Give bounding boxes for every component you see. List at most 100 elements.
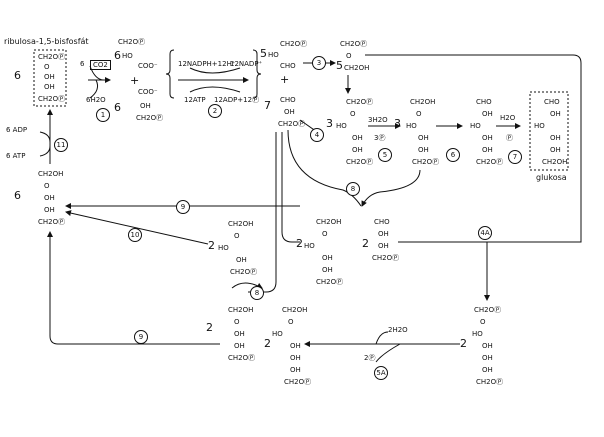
f6p-ho: HO <box>406 122 417 130</box>
xu-c1: CH2OH <box>228 220 254 228</box>
coef-pga-bot: 6 <box>114 101 121 114</box>
g6p-cho: CHO <box>476 98 492 106</box>
s7-oh3: OH <box>482 366 493 374</box>
rubp-title: ribulosa-1,5-bisfosfát <box>4 37 89 46</box>
fbp-ho: HO <box>336 122 347 130</box>
step-4: 4 <box>310 128 324 142</box>
fbp-o: O <box>350 110 356 118</box>
g6p-ho: HO <box>470 122 481 130</box>
dhap-c1: CH2OⓅ <box>340 40 368 48</box>
coef-k3: 3 <box>326 117 333 130</box>
step-5a: 5A <box>374 366 388 380</box>
r5p-oh2: OH <box>234 342 245 350</box>
fbp-oh1: OH <box>352 134 363 142</box>
fbp-c6: CH2OⓅ <box>346 158 374 166</box>
coef-ald5: 5 <box>336 59 343 72</box>
s7p-c1: CH2OH <box>282 306 308 314</box>
glc-oh2: OH <box>550 134 561 142</box>
glc-cho: CHO <box>544 98 560 106</box>
pga-top-ho: HO <box>122 52 133 60</box>
pga-bot-c3: CH2OⓅ <box>136 114 164 122</box>
g6p-c6: CH2OⓅ <box>476 158 504 166</box>
h2o-step5a: 2H2O <box>388 326 408 334</box>
coef-pga-top: 6 <box>114 49 121 62</box>
g6p-oh2: OH <box>482 134 493 142</box>
coef-ru6: 6 <box>14 189 21 202</box>
m2-oh1: OH <box>378 230 389 238</box>
m1-oh1: OH <box>322 254 333 262</box>
step-5: 5 <box>378 148 392 162</box>
step-10: 10 <box>128 228 142 242</box>
p-step5: 3Ⓟ <box>374 134 386 142</box>
coef-r5p: 2 <box>206 321 213 334</box>
dhap-c3: CH2OH <box>344 64 370 72</box>
coef-co2: 6 <box>80 60 85 68</box>
step-11: 11 <box>54 138 68 152</box>
m1-c6: CH2OⓅ <box>316 278 344 286</box>
step-2: 2 <box>208 104 222 118</box>
s7-c1: CH2OⓅ <box>474 306 502 314</box>
fbp-oh2: OH <box>352 146 363 154</box>
dhap-o: O <box>346 52 352 60</box>
glucose-label: glukosa <box>536 173 567 182</box>
coef-rubp: 6 <box>14 69 21 82</box>
gap5-ho: HO <box>268 51 279 59</box>
f6p-oh1: OH <box>418 134 429 142</box>
ru5p-oh2: OH <box>44 206 55 214</box>
rubp-c1: CH2OⓅ <box>38 53 66 61</box>
s7p-ho: HO <box>272 330 283 338</box>
s7-ho: HO <box>472 330 483 338</box>
s7p-oh1: OH <box>290 342 301 350</box>
step-1: 1 <box>96 108 110 122</box>
step-9-bottom: 9 <box>134 330 148 344</box>
s7p-o: O <box>288 318 294 326</box>
coef-gap5: 5 <box>260 47 267 60</box>
m1-ho: HO <box>304 242 315 250</box>
rubp-c2: O <box>44 63 50 71</box>
s7-oh1: OH <box>482 342 493 350</box>
ru5p-oh1: OH <box>44 194 55 202</box>
coef-x2c: 2 <box>362 237 369 250</box>
ru5p-c5: CH2OⓅ <box>38 218 66 226</box>
coef-x2e: 2 <box>264 337 271 350</box>
gap7-cho: CHO <box>280 96 296 104</box>
adp6: 6 ADP <box>6 126 28 134</box>
step-8: 8 <box>346 182 360 196</box>
coef-gap7: 7 <box>264 99 271 112</box>
xu-c5: CH2OⓅ <box>230 268 258 276</box>
h2o-step5: 3H2O <box>368 116 388 124</box>
s7-o: O <box>480 318 486 326</box>
f6p-c6: CH2OⓅ <box>412 158 440 166</box>
f6p-oh2: OH <box>418 146 429 154</box>
p-step5a: 2Ⓟ <box>364 354 376 362</box>
g6p-oh3: OH <box>482 146 493 154</box>
glc-oh3: OH <box>550 146 561 154</box>
xu-o: O <box>234 232 240 240</box>
m1-o: O <box>322 230 328 238</box>
s7p-c7: CH2OⓅ <box>284 378 312 386</box>
pga-bot-coo: COO⁻ <box>138 88 158 96</box>
coef-x2d: 2 <box>460 337 467 350</box>
s7-oh2: OH <box>482 354 493 362</box>
glc-c6: CH2OH <box>542 158 568 166</box>
r5p-c5: CH2OⓅ <box>228 354 256 362</box>
h2o-step1: 6H2O <box>86 96 106 104</box>
plus-2: + <box>280 73 290 86</box>
pga-top-coo: COO⁻ <box>138 62 158 70</box>
s7p-oh3: OH <box>290 366 301 374</box>
m2-cho: CHO <box>374 218 390 226</box>
adp12: 12ADP+12Ⓟ <box>214 96 260 104</box>
nadph: 12NADPH+12H⁺ <box>178 60 236 68</box>
fbp-c1: CH2OⓅ <box>346 98 374 106</box>
atp12: 12ATP <box>184 96 206 104</box>
f6p-o: O <box>416 110 422 118</box>
g6p-oh1: OH <box>482 110 493 118</box>
step-7: 7 <box>508 150 522 164</box>
atp6: 6 ATP <box>6 152 26 160</box>
h2o-step7: H2O <box>500 114 516 122</box>
step-4a: 4A <box>478 226 492 240</box>
step-6: 6 <box>446 148 460 162</box>
p-step7: Ⓟ <box>506 134 513 142</box>
gap5-c1: CH2OⓅ <box>280 40 308 48</box>
